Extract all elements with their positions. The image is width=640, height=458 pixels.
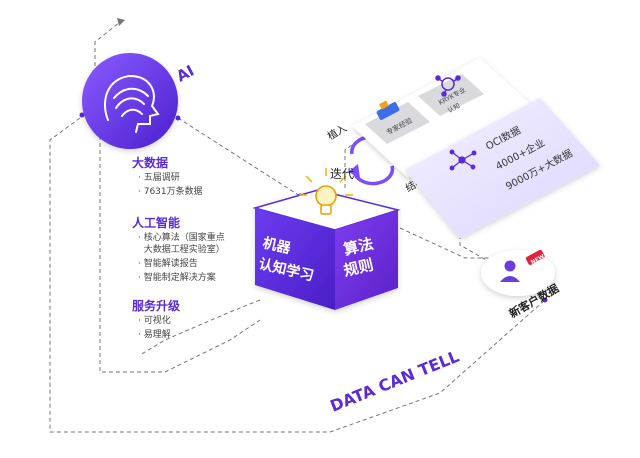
inner-loop-line <box>99 122 261 373</box>
section-item: · 核心算法（国家重点 <box>138 233 225 243</box>
section-title: 人工智能 <box>132 216 181 230</box>
cube-to-customer-line <box>399 227 500 259</box>
outer-loop-line <box>49 117 546 433</box>
ai-badge <box>82 53 178 149</box>
cube-left-face <box>255 208 335 310</box>
new-customer-node: NEW <box>481 249 555 296</box>
node-dot <box>175 115 181 121</box>
section-item: 大数据工程实验室） <box>138 245 225 255</box>
lightbulb-icon <box>299 168 353 215</box>
section-item: · 智能解读报告 <box>138 259 198 269</box>
ai-to-cube-line <box>177 117 301 197</box>
tile-expert: 专家经验 <box>365 100 430 144</box>
new-badge <box>525 249 545 265</box>
network-icon <box>435 75 461 97</box>
iterate-label: 迭代 <box>330 167 354 181</box>
expert-book-icon <box>376 102 400 120</box>
section-item: · 易理解 <box>138 330 171 340</box>
ai-up-arrow-line <box>94 21 121 80</box>
node-dot <box>542 297 548 303</box>
node-dot <box>79 112 85 118</box>
tagline: DATA CAN TELL <box>327 347 461 416</box>
ai-head-icon <box>104 74 160 133</box>
section-item: · 7631万条数据 <box>138 187 203 197</box>
cycle-arrowhead-icon <box>348 164 360 178</box>
cube-right-face <box>335 210 398 310</box>
ai-label: AI <box>173 62 197 86</box>
cube-left-line1: 机器 <box>261 234 293 257</box>
embed-label: 植入 <box>325 121 349 142</box>
tiles-panel <box>352 58 535 178</box>
section-item: · 五届调研 <box>138 173 180 183</box>
section-title: 服务升级 <box>132 299 181 313</box>
oci-panel <box>405 98 600 238</box>
expert-book-accent <box>379 100 389 110</box>
cube-return-line <box>139 299 261 356</box>
user-icon <box>500 260 520 282</box>
section-item: · 智能制定解决方案 <box>138 273 216 283</box>
section-title: 大数据 <box>132 156 169 170</box>
section-item: · 可视化 <box>138 316 171 326</box>
hub-icon <box>449 149 477 171</box>
arrowhead-icon <box>117 18 125 26</box>
